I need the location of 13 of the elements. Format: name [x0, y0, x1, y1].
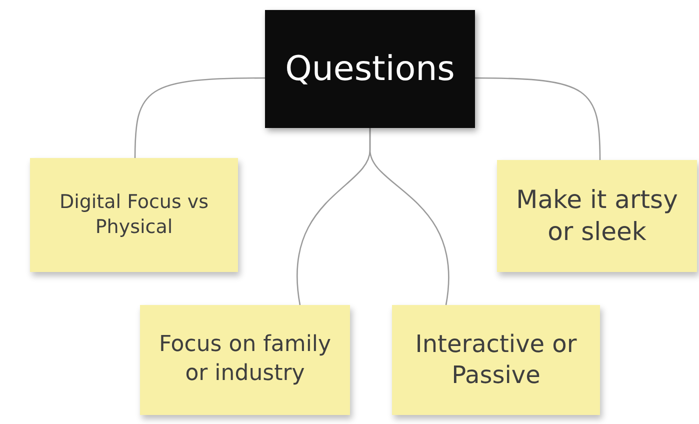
note-text: Focus on family or industry: [158, 331, 332, 388]
sticky-note: [497, 160, 697, 272]
note-text: Questions: [285, 48, 455, 91]
connector-line: [475, 77, 601, 160]
note-text: Digital Focus vs Physical: [58, 190, 210, 240]
sticky-note: [392, 305, 600, 415]
connector-line: [134, 77, 265, 158]
sticky-note: [140, 305, 350, 415]
sticky-note: [30, 158, 238, 272]
connector-line: [369, 128, 450, 306]
title-card: [265, 10, 475, 128]
note-text: Make it artsy or sleek: [515, 184, 679, 248]
note-text: Interactive or Passive: [414, 328, 578, 391]
